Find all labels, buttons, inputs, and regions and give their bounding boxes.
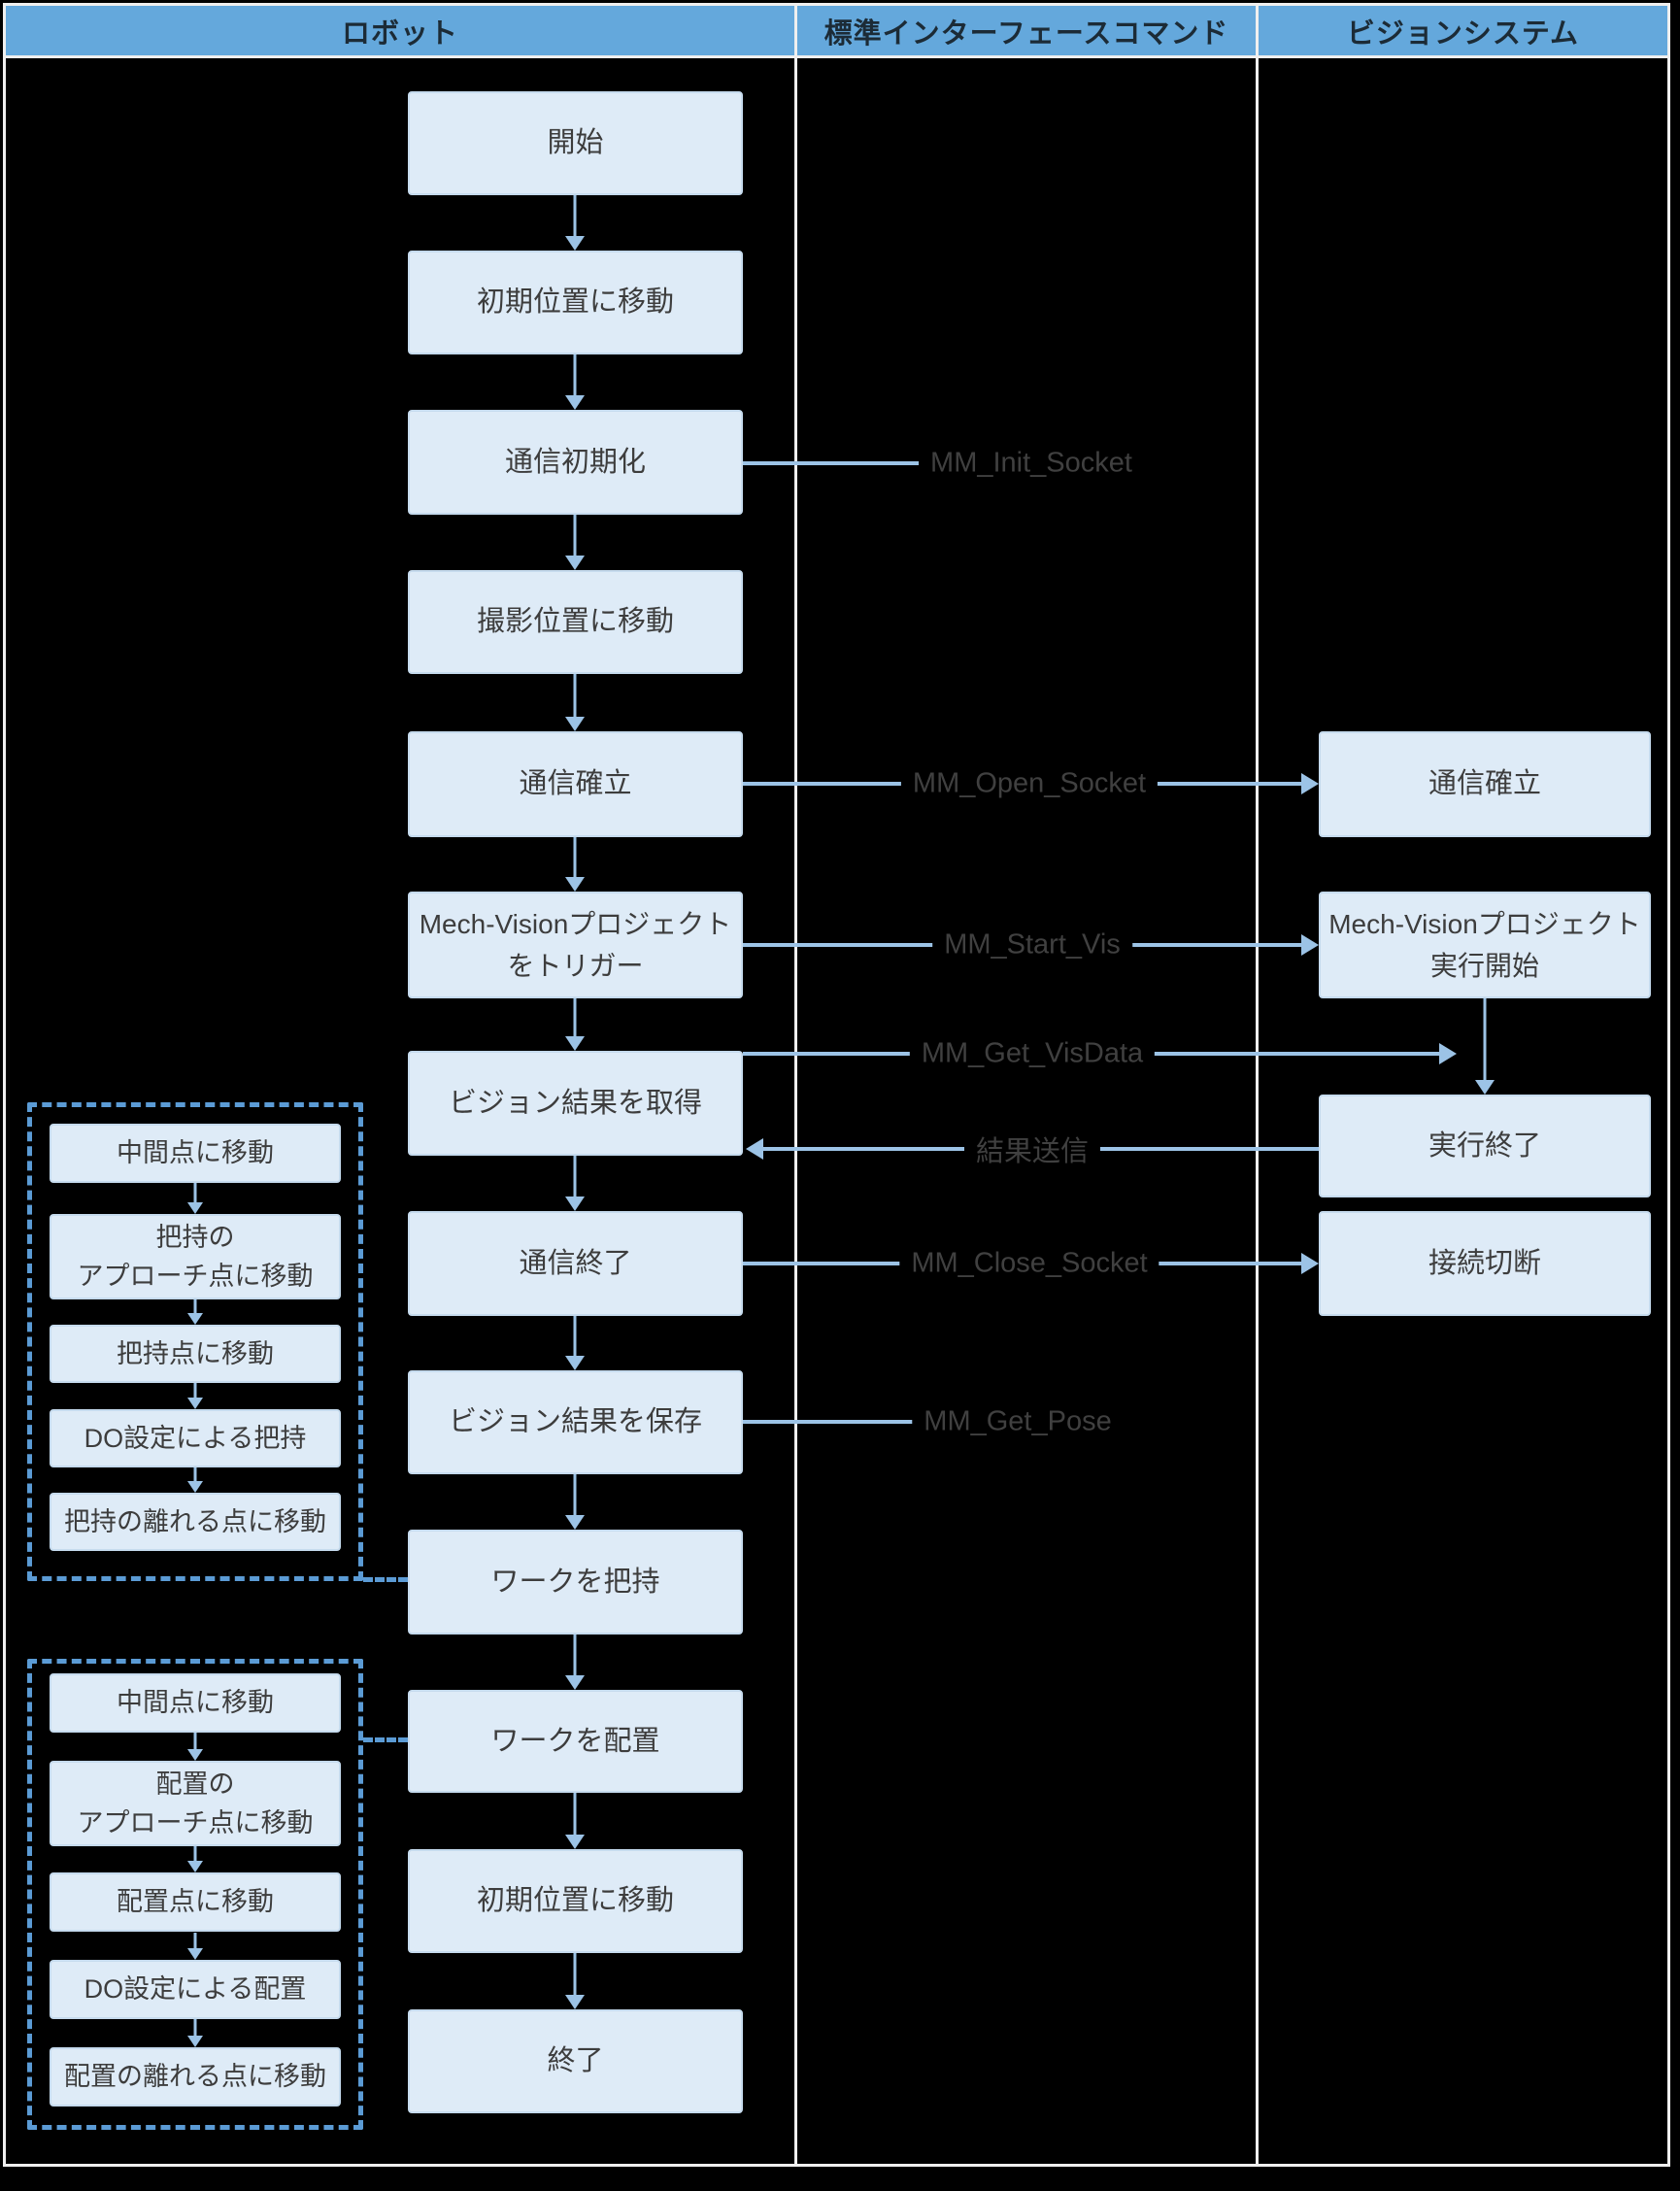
flow-arrow-9: [564, 1474, 586, 1530]
pick-step-do-grasp: DO設定による把持: [50, 1409, 341, 1467]
flow-arrow-6: [564, 998, 586, 1051]
flow-step-save-vision-result: ビジョン結果を保存: [408, 1370, 743, 1474]
command-label-mm-close-socket: MM_Close_Socket: [899, 1245, 1159, 1282]
vision-step-project-execution-start: Mech-Visionプロジェクト 実行開始: [1319, 892, 1651, 998]
command-line-mm-init-socket: [743, 461, 930, 465]
flow-arrow-2: [564, 354, 586, 410]
pick-arrow-4: [185, 1467, 206, 1493]
flow-step-establish-communication: 通信確立: [408, 731, 743, 837]
pick-step-move-waypoint: 中間点に移動: [50, 1124, 341, 1183]
flow-arrow-4: [564, 674, 586, 731]
flow-arrow-3: [564, 515, 586, 570]
command-label-mm-init-socket: MM_Init_Socket: [919, 445, 1144, 482]
column-header-robot: ロボット: [341, 17, 458, 50]
vision-flow-arrow: [1474, 998, 1495, 1095]
command-label-mm-get-visdata: MM_Get_VisData: [909, 1035, 1156, 1072]
flow-step-get-vision-result: ビジョン結果を取得: [408, 1051, 743, 1156]
place-arrow-3: [185, 1933, 206, 1960]
flow-arrow-11: [564, 1793, 586, 1849]
flow-arrow-5: [564, 837, 586, 892]
flow-step-close-communication: 通信終了: [408, 1211, 743, 1316]
place-arrow-4: [185, 2019, 206, 2047]
command-label-mm-open-socket: MM_Open_Socket: [900, 765, 1159, 802]
column-header-vision-system: ビジョンシステム: [1346, 17, 1580, 50]
pick-arrow-1: [185, 1183, 206, 1214]
flow-arrow-7: [564, 1156, 586, 1211]
flow-step-move-capture-position: 撮影位置に移動: [408, 570, 743, 674]
pick-step-move-approach-point: 把持の アプローチ点に移動: [50, 1214, 341, 1299]
group-place-frame: [27, 1659, 363, 2130]
vision-step-execution-end: 実行終了: [1319, 1095, 1651, 1197]
column-header-interface-commands: 標準インターフェースコマンド: [823, 17, 1229, 50]
place-arrow-1: [185, 1733, 206, 1761]
place-arrow-2: [185, 1846, 206, 1872]
flow-step-move-initial-position: 初期位置に移動: [408, 251, 743, 354]
flow-step-grasp-workpiece: ワークを把持: [408, 1530, 743, 1635]
place-step-move-waypoint: 中間点に移動: [50, 1673, 341, 1733]
group-pick-frame: [27, 1102, 363, 1581]
place-step-move-departure-point: 配置の離れる点に移動: [50, 2047, 341, 2107]
header-separator-line: [6, 55, 1667, 58]
place-group-connector: [363, 1737, 408, 1742]
header-band: [6, 6, 1667, 55]
flow-arrow-12: [564, 1953, 586, 2009]
flow-step-trigger-mech-vision-project: Mech-Visionプロジェクト をトリガー: [408, 892, 743, 998]
command-label-result-send: 結果送信: [963, 1127, 1101, 1171]
pick-arrow-3: [185, 1383, 206, 1409]
place-step-move-place-point: 配置点に移動: [50, 1872, 341, 1932]
flow-arrow-10: [564, 1635, 586, 1690]
flow-step-start: 開始: [408, 91, 743, 195]
column-divider-2: [1256, 6, 1259, 2164]
flow-step-move-initial-position-2: 初期位置に移動: [408, 1849, 743, 1953]
pick-group-connector: [363, 1577, 408, 1582]
pick-step-move-departure-point: 把持の離れる点に移動: [50, 1493, 341, 1551]
flow-step-place-workpiece: ワークを配置: [408, 1690, 743, 1793]
pick-arrow-2: [185, 1299, 206, 1325]
flow-arrow-1: [564, 195, 586, 251]
place-step-do-place: DO設定による配置: [50, 1960, 341, 2019]
flow-step-end: 終了: [408, 2009, 743, 2113]
pick-step-move-pick-point: 把持点に移動: [50, 1325, 341, 1383]
flow-arrow-8: [564, 1316, 586, 1370]
vision-step-establish-communication: 通信確立: [1319, 731, 1651, 837]
command-label-mm-get-pose: MM_Get_Pose: [912, 1403, 1124, 1440]
flow-step-init-communication: 通信初期化: [408, 410, 743, 515]
vision-step-disconnect: 接続切断: [1319, 1211, 1651, 1316]
place-step-move-approach-point: 配置の アプローチ点に移動: [50, 1761, 341, 1846]
command-line-mm-get-pose: [743, 1420, 930, 1424]
table-outer-border: [3, 3, 1670, 2167]
command-label-mm-start-vis: MM_Start_Vis: [932, 927, 1132, 963]
column-divider-1: [794, 6, 797, 2164]
